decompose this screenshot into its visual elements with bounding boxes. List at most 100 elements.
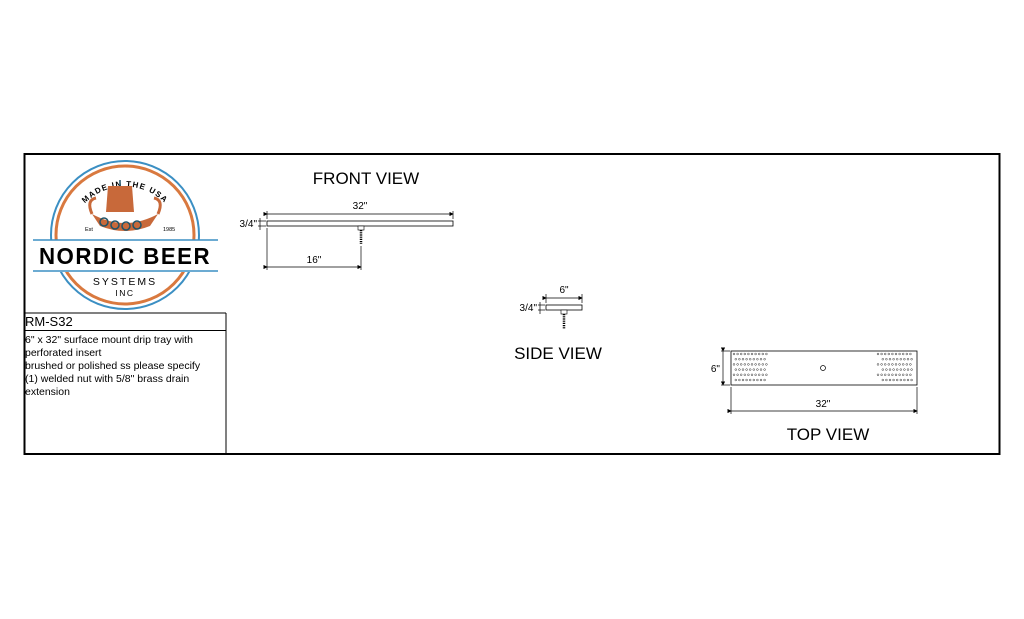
perforation-hole [756,378,759,382]
perforation-hole [887,363,890,366]
perforation-hole [896,358,899,361]
perforation-hole [909,352,912,356]
perforation-hole [902,363,905,366]
perforation-hole [761,352,764,356]
perforation-hole [887,352,890,356]
front-view-title: FRONT VIEW [313,169,419,188]
perforation-hole [749,368,752,371]
description-line: (1) welded nut with 5/8" brass drain ext… [25,373,190,398]
perforation-hole [743,373,746,376]
perforation-hole [763,358,766,361]
perforation-hole [892,378,895,382]
perforation-hole [905,373,908,376]
perforation-hole [734,378,737,382]
perforation-hole [888,358,892,361]
perforation-hole [903,368,906,371]
perforation-hole [881,368,884,371]
top-view: 6" 32" TOP VIEW [711,347,918,444]
perforation-hole [892,358,895,361]
perforation-hole [761,373,764,376]
perforation-hole [905,363,908,366]
perforation-hole [759,378,763,382]
perforation-hole [884,352,887,356]
perforation-hole [896,368,899,371]
logo-systems: SYSTEMS [93,276,157,288]
front-drain-nut [357,225,365,244]
perforation-hole [887,373,890,376]
perforation-hole [738,358,741,361]
perforation-hole [876,352,880,356]
logo-est: Est [85,227,93,233]
side-height-dim: 3/4" [520,303,538,314]
perforation-hole [880,373,883,376]
description-line: brushed or polished ss please specify [25,360,201,372]
perforation-hole [740,373,743,376]
perforation-hole [884,373,887,376]
perforation-hole [885,368,888,371]
front-view: FRONT VIEW 32" 3/4" 16" [240,169,454,270]
perforation-hole [758,352,761,356]
logo-year: 1985 [163,227,175,233]
perforation-hole [906,358,910,361]
perforation-hole [909,363,912,366]
front-tray-profile [266,220,454,227]
perforation-hole [888,378,892,382]
perforation-hole [899,368,902,371]
perforation-hole [902,373,905,376]
perforation-hole [749,378,752,382]
perforation-hole [741,378,745,382]
perforation-hole [736,363,739,366]
perforation-hole [758,373,761,376]
part-number: RM-S32 [24,313,226,331]
perforation-hole [743,352,746,356]
perforation-hole [750,352,754,356]
perforation-hole [759,358,763,361]
perforation-hole [765,352,768,356]
perforation-hole [745,358,748,361]
perforation-hole [749,358,752,361]
side-view-title: SIDE VIEW [514,344,602,363]
viking-ship-icon [88,180,162,231]
perforation-hole [756,368,759,371]
perforation-hole [894,352,898,356]
perforation-hole [881,358,884,361]
perforation-hole [738,368,741,371]
top-height-dim: 6" [711,364,721,375]
perforation-hole [899,358,902,361]
perforation-hole [765,363,768,366]
perforation-hole [763,378,766,382]
description-line: 6" x 32" surface mount drip tray with pe… [25,334,193,359]
perforation-hole [747,363,750,366]
perforation-hole [899,378,902,382]
perforation-hole [910,358,913,361]
perforation-hole [763,368,766,371]
part-description: 6" x 32" surface mount drip tray with pe… [25,334,225,399]
perforation-hole [906,378,910,382]
logo-brand: NORDIC BEER [39,243,211,269]
perforation-hole [902,352,905,356]
perforation-hole [747,373,750,376]
perforation-hole [898,363,901,366]
perforation-hole [745,368,748,371]
front-height-dim: 3/4" [240,219,258,230]
perforation-hole [732,352,736,356]
perforation-hole [876,363,880,366]
perforation-hole [756,358,759,361]
perforation-hole [736,352,739,356]
perforation-hole [745,378,748,382]
perforation-hole [885,378,888,382]
title-block: RM-S32 6" x 32" surface mount drip tray … [24,313,226,453]
side-width-dim: 6" [559,285,569,296]
perforation-hole [759,368,763,371]
perforation-hole [747,352,750,356]
perforation-hole [758,363,761,366]
perforation-hole [892,368,895,371]
perforation-hole [905,352,908,356]
front-width-dim: 32" [353,201,368,212]
perforation-hole [741,358,745,361]
perforation-hole [896,378,899,382]
perforation-hole [765,373,768,376]
side-tray-profile [545,304,583,311]
perforation-hole [910,368,913,371]
